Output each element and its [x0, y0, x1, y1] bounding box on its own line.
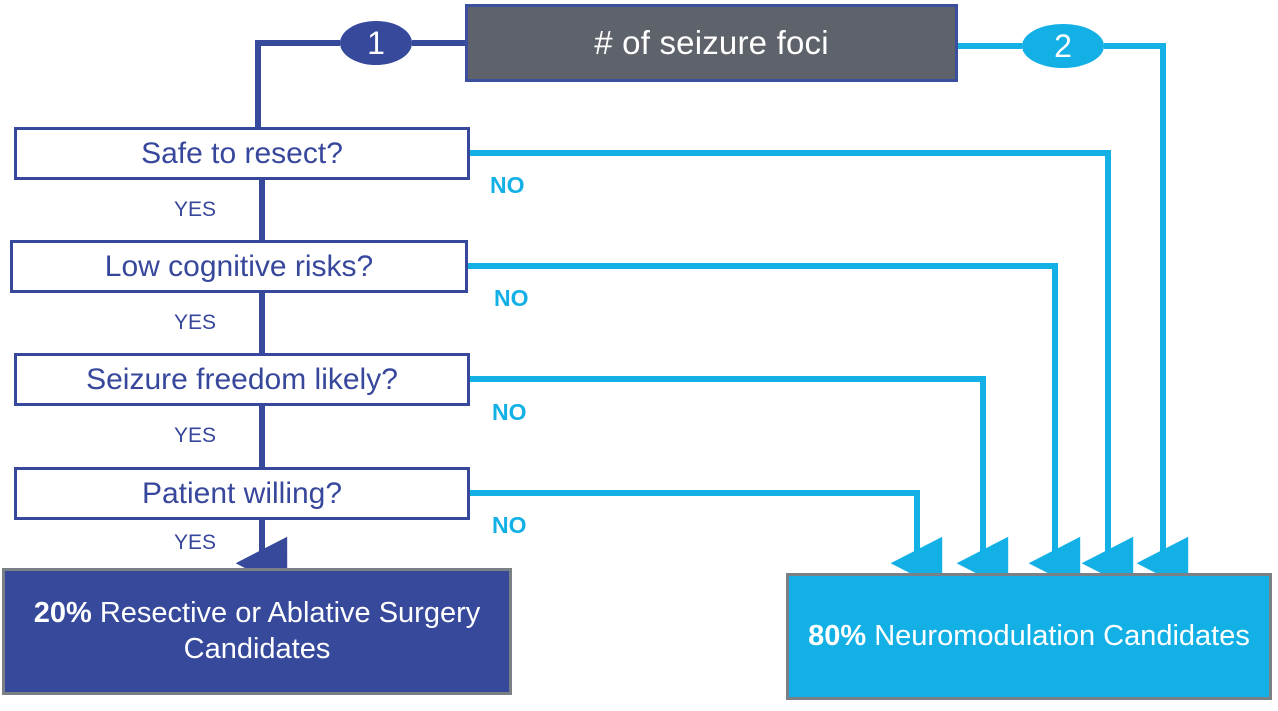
outcome-text-neuromodulation: 80% Neuromodulation Candidates — [808, 619, 1250, 654]
branch-marker-one[interactable]: 1 — [340, 21, 412, 65]
edge-label-no-2: NO — [494, 285, 529, 311]
root-question-label: # of seizure foci — [594, 24, 829, 61]
outcome-text-resective-ablative: 20% Resective or Ablative Surgery Candid… — [19, 596, 495, 667]
outcome-description-neuromodulation: Neuromodulation Candidates — [866, 619, 1250, 652]
branch-marker-one-label: 1 — [367, 25, 385, 61]
decision-label-seizure-freedom-likely: Seizure freedom likely? — [86, 362, 398, 396]
edge-label-yes-1: YES — [174, 198, 217, 221]
edge-label-yes-4: YES — [174, 531, 217, 554]
root-question-box[interactable]: # of seizure foci — [465, 4, 958, 82]
outcome-percent-resective-ablative: 20% — [33, 597, 92, 630]
edge-label-yes-3: YES — [174, 424, 217, 447]
decision-label-low-cognitive-risks: Low cognitive risks? — [104, 249, 374, 283]
branch-marker-two-label: 2 — [1054, 28, 1072, 64]
edge-no-low-cognitive-risks — [468, 263, 1081, 590]
edge-label-no-4: NO — [492, 512, 527, 538]
decision-box-low-cognitive-risks[interactable]: Low cognitive risks? — [10, 240, 468, 293]
decision-box-patient-willing[interactable]: Patient willing? — [14, 467, 470, 520]
edge-branch-one-trunk — [255, 40, 340, 127]
outcome-percent-neuromodulation: 80% — [808, 619, 867, 652]
edge-no-seizure-freedom-likely — [470, 376, 1009, 590]
decision-box-safe-to-resect[interactable]: Safe to resect? — [14, 127, 470, 180]
decision-label-safe-to-resect: Safe to resect? — [141, 136, 343, 170]
edge-label-yes-2: YES — [174, 311, 217, 334]
outcome-box-neuromodulation[interactable]: 80% Neuromodulation Candidates — [786, 573, 1272, 700]
decision-box-seizure-freedom-likely[interactable]: Seizure freedom likely? — [14, 353, 470, 406]
branch-marker-two[interactable]: 2 — [1022, 24, 1104, 68]
decision-label-patient-willing: Patient willing? — [141, 476, 343, 510]
edge-branch-two-trunk — [1104, 43, 1189, 590]
edge-label-no-3: NO — [492, 399, 527, 425]
outcome-description-resective-ablative: Resective or Ablative Surgery Candidates — [91, 597, 481, 665]
edge-no-safe-to-resect — [470, 150, 1134, 590]
edge-no-patient-willing — [470, 490, 943, 590]
edge-label-no-1: NO — [490, 172, 525, 198]
outcome-box-resective-ablative[interactable]: 20% Resective or Ablative Surgery Candid… — [2, 568, 512, 695]
